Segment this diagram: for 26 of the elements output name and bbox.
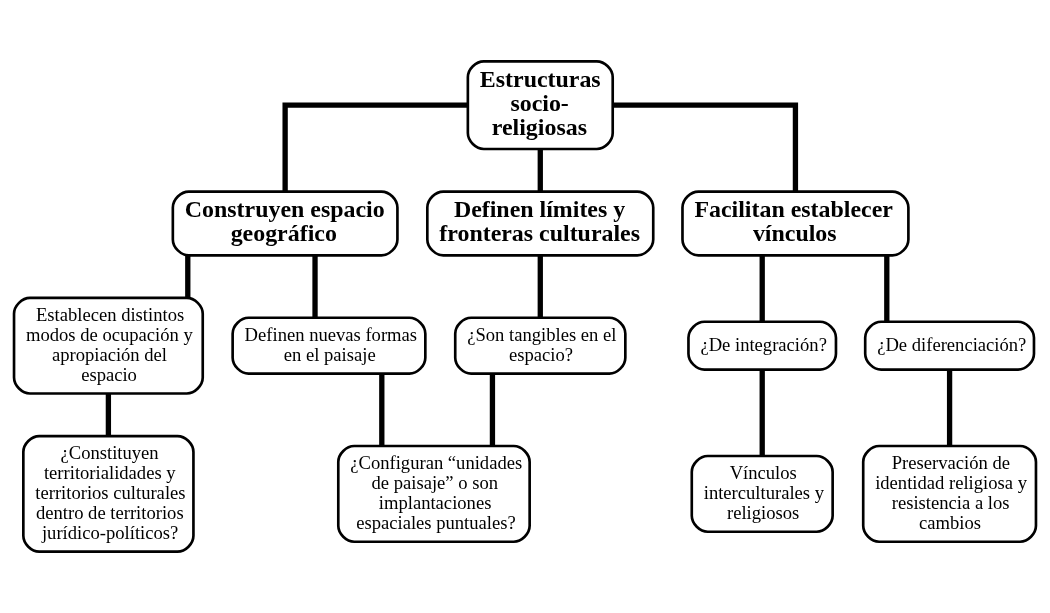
node-box: ¿Configuran “unidades de paisaje” o son implantaciones espaciales puntuales? — [336, 444, 531, 544]
connector — [612, 102, 799, 192]
connector — [282, 102, 468, 192]
connector — [759, 370, 765, 456]
connector — [185, 255, 191, 298]
connector — [379, 373, 385, 446]
node-box: Establecen distintos modos de ocupación y apropiación del espacio — [12, 296, 205, 395]
connector — [105, 393, 112, 436]
node-box: ¿De diferenciación? — [863, 320, 1036, 371]
node-box: Definen límites y fronteras culturales — [426, 190, 655, 257]
node-box: Facilitan establecer vínculos — [681, 190, 910, 257]
node-box: Definen nuevas formas en el paisaje — [231, 316, 427, 375]
connector — [759, 255, 765, 322]
node-box: Construyen espacio geográfico — [171, 190, 399, 257]
connector — [537, 255, 543, 318]
node-box: ¿De integración? — [687, 320, 838, 371]
connector — [946, 370, 953, 446]
connector — [537, 149, 543, 192]
connector — [884, 255, 890, 322]
node-box: Vínculos interculturales y religiosos — [690, 454, 834, 534]
node-box: ¿Son tangibles en el espacio? — [453, 316, 627, 375]
connector — [312, 255, 318, 318]
node-box: Estructuras socio-religiosas — [466, 60, 615, 151]
connector — [489, 373, 496, 446]
node-box: ¿Constituyen territorialidades y territorios culturales dentro de territorios jurídico-políticos? — [22, 434, 195, 553]
node-box: Preservación de identidad religiosa y resistencia a los cambios — [861, 444, 1038, 544]
